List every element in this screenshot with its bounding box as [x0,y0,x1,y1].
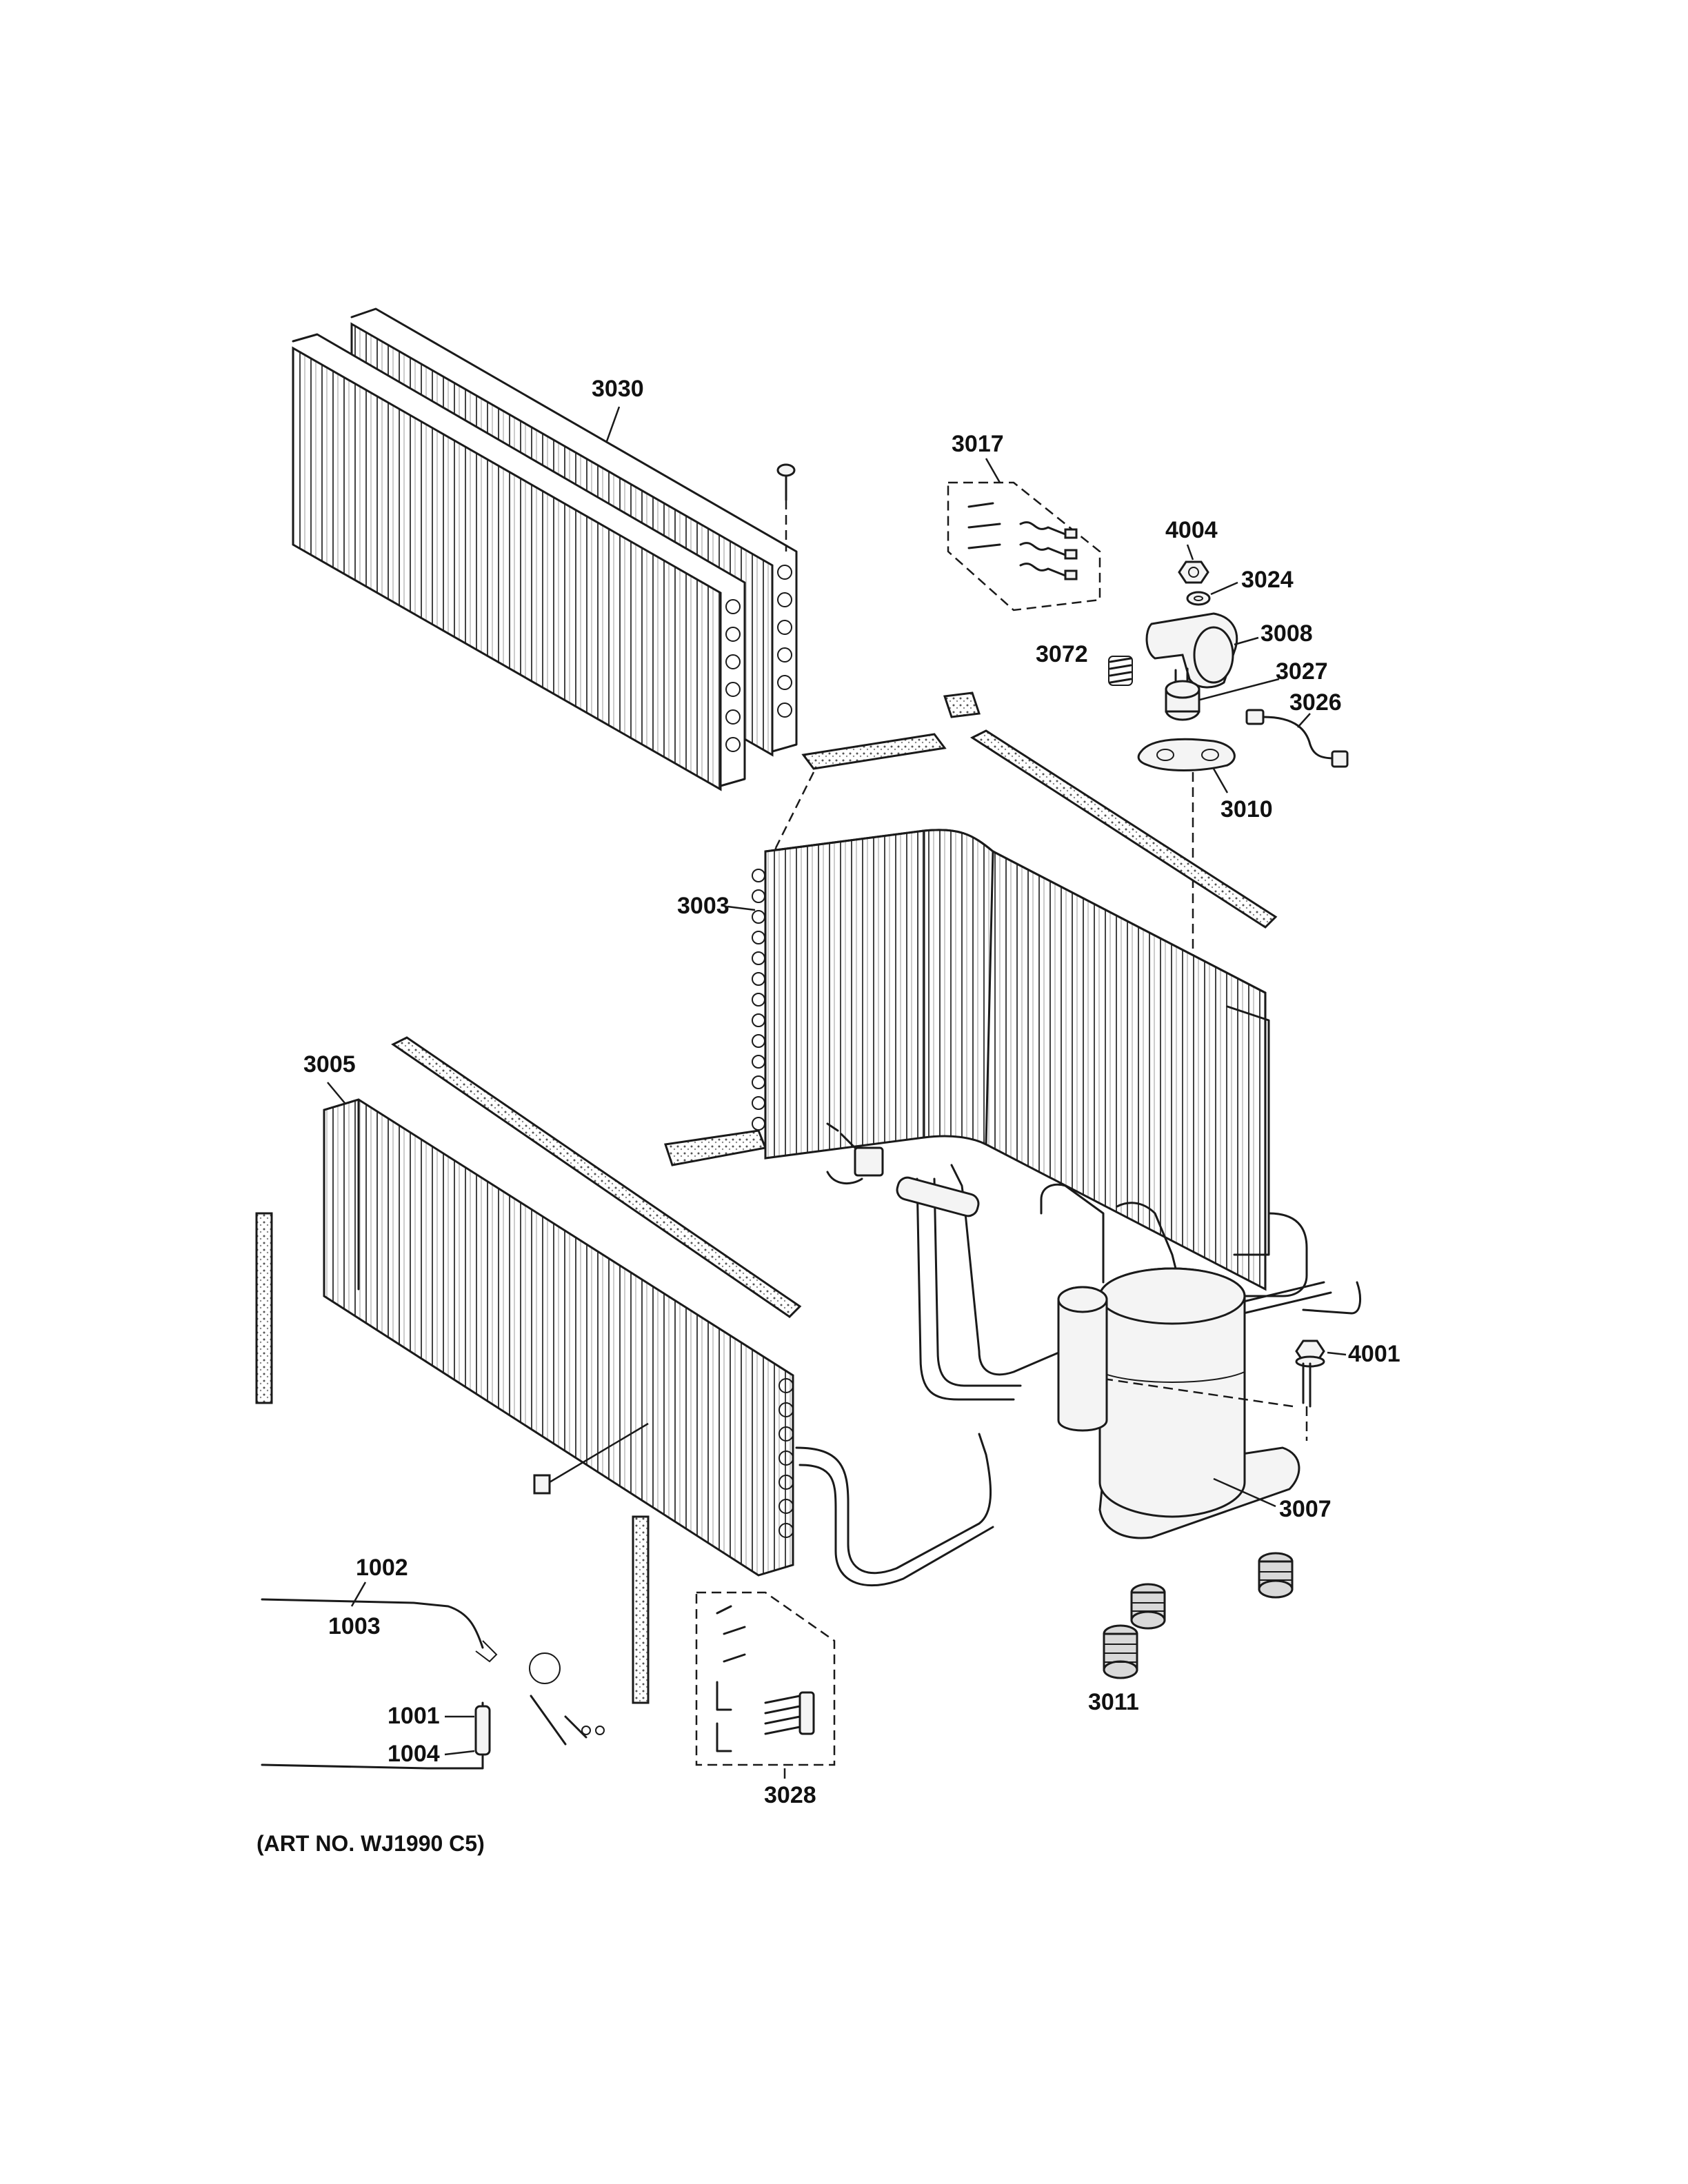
callout-4004: 4004 [1165,517,1218,543]
callout-3011: 3011 [1088,1689,1139,1715]
terminal-cover-3008 [1145,612,1238,689]
insulation-strips [255,691,1278,1704]
callout-3026: 3026 [1289,689,1342,716]
compressor-3007 [1057,1267,1300,1539]
grommet-icon [1103,1624,1138,1679]
callout-1004: 1004 [388,1741,440,1767]
accumulator [1057,1286,1108,1432]
art-number-caption: (ART NO. WJ1990 C5) [257,1831,485,1856]
gasket-3010 [1137,738,1236,771]
callout-3027: 3027 [1276,658,1328,685]
callout-3005: 3005 [303,1051,356,1078]
spring-3072 [1108,656,1133,686]
callout-3008: 3008 [1260,620,1313,647]
grommet-icon [1130,1583,1166,1630]
callout-3017: 3017 [952,431,1004,457]
callout-3010: 3010 [1220,796,1273,822]
grommets-3011 [1103,1552,1294,1679]
condenser-coil-3003 [752,829,1270,1291]
reversing-valve [826,1122,980,1217]
inset-3017-wire-harness [947,481,1101,611]
callout-3003: 3003 [677,893,730,919]
callout-1003: 1003 [328,1613,381,1639]
callout-4001: 4001 [1348,1341,1400,1367]
coil-3003-tube-bends [752,869,765,1131]
callout-1002: 1002 [356,1555,408,1581]
callout-3028: 3028 [764,1782,816,1808]
coil-3030-tube-bends [725,565,792,752]
bolt-4001 [1295,1339,1325,1441]
wire-lead-3026 [1245,709,1349,768]
screw-icon [776,463,796,552]
inset-3028-wire-kit [695,1591,836,1766]
coil-3005-tube-bends [778,1378,794,1538]
callout-3007: 3007 [1279,1496,1332,1522]
nut-4004 [1178,560,1209,584]
callout-3030: 3030 [592,376,644,402]
callout-1001: 1001 [388,1703,440,1729]
condenser-coil-3005 [323,1098,794,1577]
grommet-icon [1258,1552,1294,1599]
overload-protector-3027 [1165,667,1200,721]
callout-3024: 3024 [1241,567,1294,593]
callout-3072: 3072 [1036,641,1088,667]
clip-icon [533,1422,649,1495]
coil-3030 [292,307,798,791]
sensor-tubing-detail [261,1598,605,1770]
washer-3024 [1186,591,1211,606]
